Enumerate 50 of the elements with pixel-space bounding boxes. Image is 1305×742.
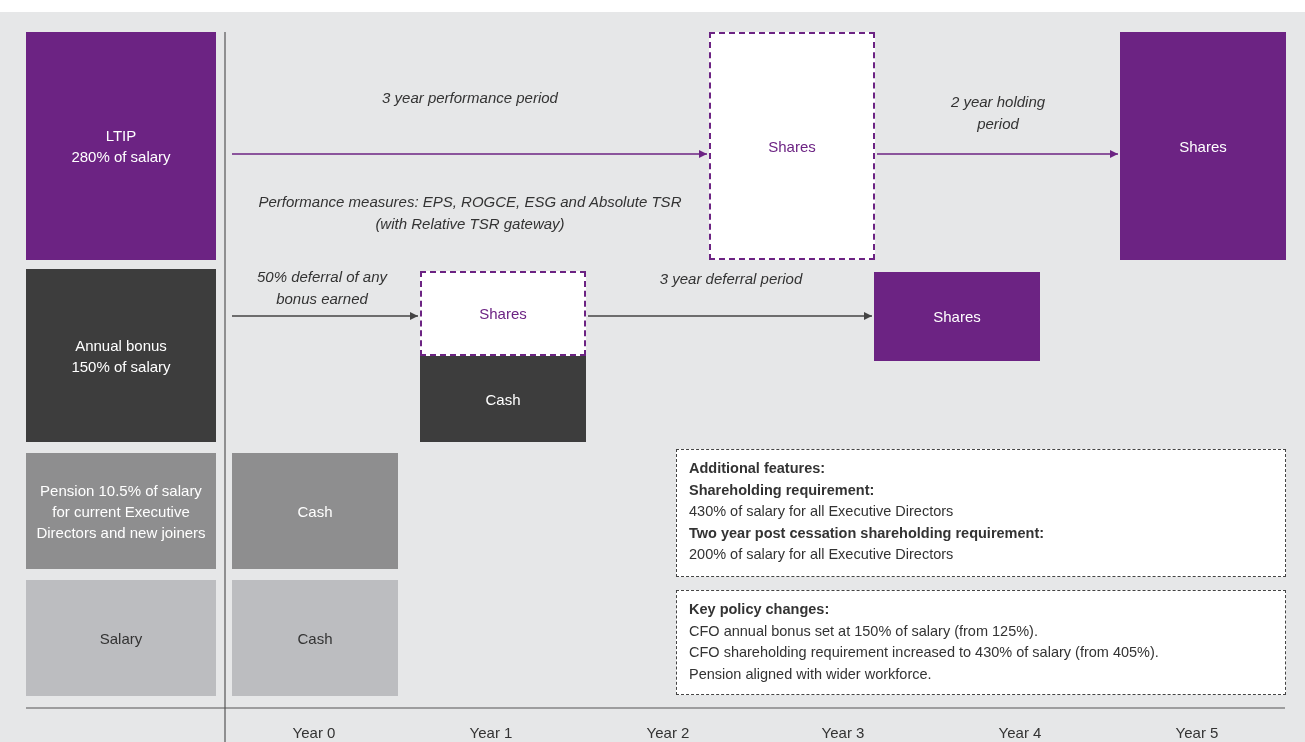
- award-box: [26, 453, 216, 569]
- note-heading: Shareholding requirement:: [689, 480, 875, 500]
- award-box: [232, 580, 398, 696]
- annotation-text: Performance measures: EPS, ROGCE, ESG and Absolute TSR (with Relative TSR gateway): [257, 192, 683, 234]
- edge-label: 50% deferral of any bonus earned: [255, 267, 389, 309]
- box-text: LTIP: [105, 126, 137, 146]
- box-text: Salary: [99, 628, 143, 649]
- box-text: Pension 10.5% of salary for current Executive Directors and new joiners: [35, 480, 207, 543]
- note-box: [676, 590, 1286, 695]
- box-text: CFO annual bonus set at 150% of salary (from 125%).: [689, 621, 1038, 641]
- edge-label: 3 year deferral period: [658, 269, 804, 289]
- box-text: Cash: [485, 389, 521, 410]
- box-text: Annual bonus: [75, 335, 167, 356]
- box-text: Cash: [297, 501, 333, 522]
- box-text: 150% of salary: [71, 356, 171, 377]
- axis-label: Year 1: [468, 723, 514, 742]
- arrow: [587, 312, 873, 320]
- note-heading: Key policy changes:: [689, 600, 830, 619]
- box-text: Cash: [297, 628, 333, 649]
- award-box: [26, 269, 216, 442]
- box-text: 200% of salary for all Executive Directors: [689, 545, 954, 564]
- box-text: Pension aligned with wider workforce.: [689, 664, 932, 684]
- arrow: [876, 150, 1119, 158]
- note-heading: Additional features:: [689, 459, 826, 478]
- box-text: Shares: [933, 307, 981, 327]
- note-heading: Two year post cessation shareholding requirement:: [689, 523, 1045, 543]
- box-text: Shares: [479, 304, 527, 324]
- award-box: [420, 271, 586, 356]
- box-text: 280% of salary: [71, 147, 171, 167]
- arrow: [231, 312, 419, 320]
- axis-label: Year 5: [1174, 723, 1220, 742]
- axis-label: Year 4: [997, 723, 1043, 742]
- edge-label: 3 year performance period: [381, 88, 559, 108]
- axis-label: Year 0: [291, 723, 337, 742]
- award-box: [26, 580, 216, 696]
- box-text: 430% of salary for all Executive Directors: [689, 502, 954, 521]
- axis-label: Year 3: [820, 723, 866, 742]
- award-box: [1120, 32, 1286, 260]
- axis-label: Year 2: [645, 723, 691, 742]
- box-text: Shares: [1179, 136, 1227, 157]
- box-text: CFO shareholding requirement increased to 430% of salary (from 405%).: [689, 643, 1159, 662]
- award-box: [874, 272, 1040, 361]
- award-box: [232, 453, 398, 569]
- note-box: [676, 449, 1286, 577]
- award-box: [420, 356, 586, 442]
- arrow: [231, 150, 708, 158]
- award-box: [709, 32, 875, 260]
- award-box: [26, 32, 216, 260]
- edge-label: 2 year holding period: [949, 92, 1047, 134]
- box-text: Shares: [768, 136, 816, 157]
